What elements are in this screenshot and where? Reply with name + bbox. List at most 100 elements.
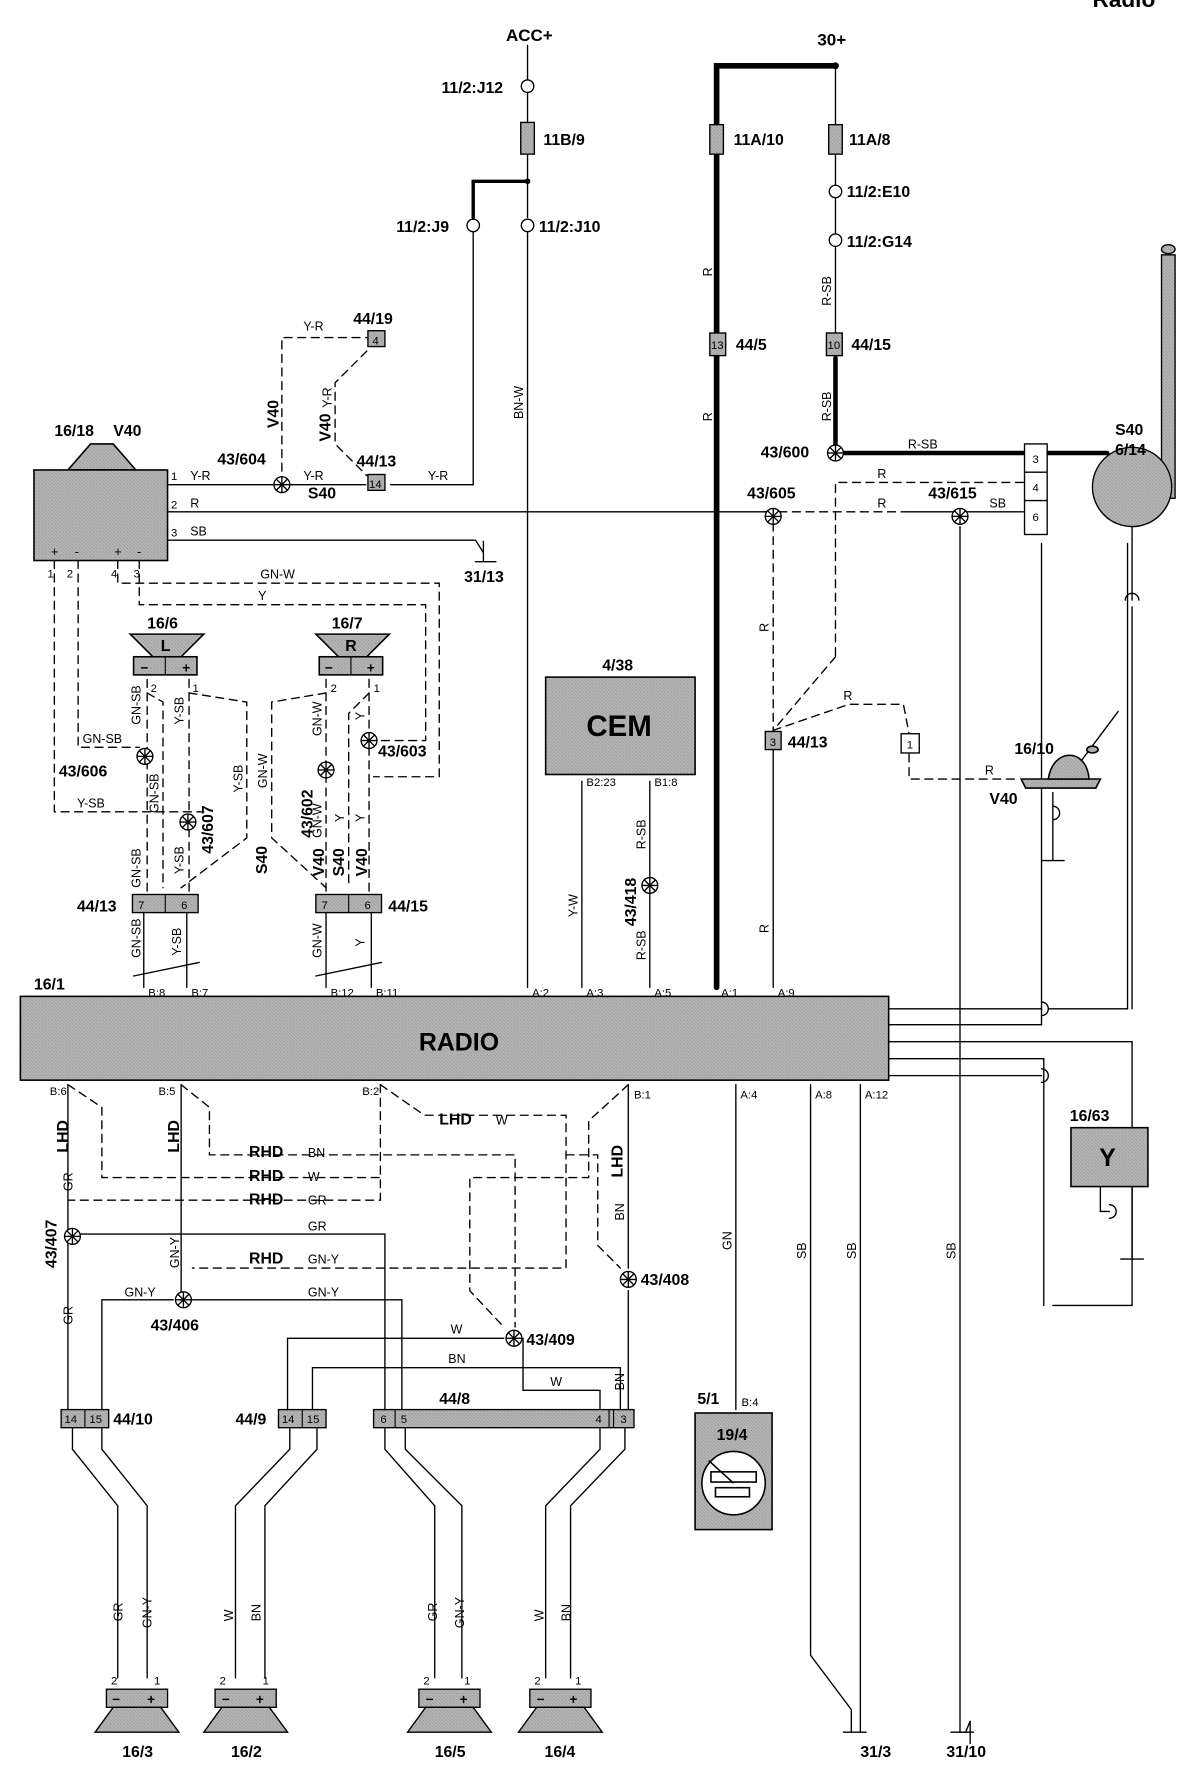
wire-label-gr-6: GR bbox=[426, 1603, 440, 1622]
svg-text:1: 1 bbox=[154, 1676, 160, 1688]
svg-text:1: 1 bbox=[575, 1676, 581, 1688]
connector-44-5-pin: 13 bbox=[711, 340, 724, 352]
svg-text:2: 2 bbox=[111, 1676, 117, 1688]
wire-label-sb-4: SB bbox=[845, 1242, 859, 1259]
svg-text:+: + bbox=[182, 661, 190, 676]
wire-label-bn-1: BN bbox=[308, 1146, 325, 1160]
wire-label-gn-1: GN bbox=[720, 1231, 734, 1250]
svg-text:2: 2 bbox=[534, 1676, 540, 1688]
antenna-amp-pin-3: 3 bbox=[1032, 454, 1038, 466]
speaker-16-3-label: 16/3 bbox=[122, 1744, 153, 1761]
radio-pin-b7: B:7 bbox=[191, 987, 208, 999]
wire-label-gny-3: GN-Y bbox=[308, 1285, 340, 1299]
amp-variant-label: V40 bbox=[113, 423, 141, 440]
wire-label-gny-1: GN-Y bbox=[308, 1253, 340, 1267]
antenna-amp-pin-6: 6 bbox=[1032, 512, 1038, 524]
svg-text:2: 2 bbox=[423, 1676, 429, 1688]
pin-j10-label: 11/2:J10 bbox=[539, 219, 601, 236]
pin-j12-label: 11/2:J12 bbox=[442, 80, 504, 97]
wire-label-gnsb-3: GN-SB bbox=[147, 774, 161, 813]
speaker-r-minus-pin: 2 bbox=[331, 683, 337, 695]
pin-e10-label: 11/2:E10 bbox=[847, 184, 911, 201]
wire-label-yw-1: Y-W bbox=[566, 894, 580, 917]
splice-600-label: 43/600 bbox=[761, 445, 810, 462]
svg-text:+: + bbox=[256, 1692, 264, 1707]
wire-label-bn-4: BN bbox=[613, 1373, 627, 1390]
wire-label-sb-5: SB bbox=[944, 1242, 958, 1259]
wire-label-rsb-5: R-SB bbox=[634, 930, 648, 960]
splice-408-symbol bbox=[619, 1270, 637, 1288]
header-fragment: Radio bbox=[1092, 0, 1155, 12]
connector-44-10-label: 44/10 bbox=[113, 1411, 153, 1428]
variant-rhd-3: RHD bbox=[249, 1192, 283, 1209]
connector-44-8-p3: 4 bbox=[595, 1414, 601, 1426]
ground-31-13-label: 31/13 bbox=[464, 569, 504, 586]
wire-label-r-7: R bbox=[701, 412, 715, 421]
cluster-id: 19/4 bbox=[717, 1427, 748, 1444]
wire-label-y-2: Y bbox=[354, 711, 368, 720]
connector-44-10-p2: 15 bbox=[89, 1414, 102, 1426]
wire-label-gny-5: GN-Y bbox=[141, 1596, 155, 1628]
amp-sign-2: - bbox=[75, 545, 79, 559]
speaker-l-minus-pin: 2 bbox=[151, 683, 157, 695]
connector-44-15-top-pin: 10 bbox=[828, 340, 841, 352]
wire-label-y-5: Y bbox=[354, 938, 368, 947]
connector-44-15-mid-p1: 7 bbox=[322, 900, 328, 912]
amp-sign-3: + bbox=[114, 545, 121, 559]
wire-label-rsb-3: R-SB bbox=[820, 392, 834, 422]
variant-v40-4: V40 bbox=[354, 848, 371, 876]
fuse-11a8-label: 11A/8 bbox=[849, 132, 891, 149]
wire-label-ysb-2: Y-SB bbox=[172, 697, 186, 725]
wire-label-r-4: R bbox=[843, 689, 852, 703]
connector-44-8-p1: 6 bbox=[380, 1414, 386, 1426]
amp-sign-1: + bbox=[51, 545, 58, 559]
speaker-l-id: 16/6 bbox=[147, 615, 178, 632]
wire-label-yr-3: Y-R bbox=[303, 469, 323, 483]
svg-text:2: 2 bbox=[220, 1676, 226, 1688]
wire-label-gnw-4: GN-W bbox=[311, 803, 325, 838]
connector-44-9-p2: 15 bbox=[307, 1414, 320, 1426]
wire-label-rsb-2: R-SB bbox=[820, 276, 834, 306]
connector-44-13-mid-label: 44/13 bbox=[77, 898, 117, 915]
amp-id-label: 16/18 bbox=[54, 423, 94, 440]
wire-label-gnsb-5: GN-SB bbox=[129, 918, 143, 957]
wire-label-r-5: R bbox=[985, 763, 994, 777]
wire-label-sb-2: SB bbox=[989, 496, 1006, 510]
svg-text:−: − bbox=[112, 1692, 120, 1707]
splice-407-label: 43/407 bbox=[44, 1219, 61, 1268]
splice-606-symbol bbox=[136, 747, 154, 765]
radio-label: RADIO bbox=[419, 1029, 499, 1057]
svg-text:−: − bbox=[325, 661, 333, 676]
svg-text:+: + bbox=[367, 661, 375, 676]
radio-pin-a2: A:2 bbox=[532, 987, 549, 999]
battery-supply-label: 30+ bbox=[817, 30, 846, 49]
cem-id-label: 4/38 bbox=[602, 657, 633, 674]
cluster-location: 5/1 bbox=[697, 1391, 719, 1408]
pin-g14-label: 11/2:G14 bbox=[847, 234, 912, 251]
variant-s40-1: S40 bbox=[308, 485, 336, 502]
radio-pin-b2: B:2 bbox=[362, 1086, 379, 1098]
wire-label-gnw-2: GN-W bbox=[256, 753, 270, 788]
wire-label-y-3: Y bbox=[333, 813, 347, 822]
wire-label-gnw-5: GN-W bbox=[311, 923, 325, 958]
radio-pin-a5: A:5 bbox=[654, 987, 671, 999]
splice-408-label: 43/408 bbox=[641, 1272, 690, 1289]
variant-lhd-3: LHD bbox=[166, 1120, 183, 1153]
variant-v40-2: V40 bbox=[318, 413, 335, 441]
amp-pin-1: 1 bbox=[171, 471, 177, 483]
connector-44-8-p4: 3 bbox=[620, 1414, 626, 1426]
wire-label-ysb-3: Y-SB bbox=[172, 846, 186, 874]
wire-label-gr-5: GR bbox=[111, 1603, 125, 1622]
wire-label-r-6: R bbox=[701, 267, 715, 276]
splice-600-symbol bbox=[826, 444, 845, 462]
wire-label-gnsb-1: GN-SB bbox=[83, 732, 122, 746]
svg-text:+: + bbox=[460, 1692, 468, 1707]
variant-v40-1: V40 bbox=[265, 400, 282, 428]
wire-label-yr-4: Y-R bbox=[428, 469, 448, 483]
relay-pin-label: 1 bbox=[907, 739, 913, 751]
wire-label-w-2: W bbox=[308, 1170, 320, 1184]
wire-label-r-3: R bbox=[877, 496, 886, 510]
fuse-11a10-label: 11A/10 bbox=[734, 132, 784, 149]
wire-label-rsb-1: R-SB bbox=[908, 437, 938, 451]
wire-label-gr-4: GR bbox=[61, 1306, 75, 1325]
